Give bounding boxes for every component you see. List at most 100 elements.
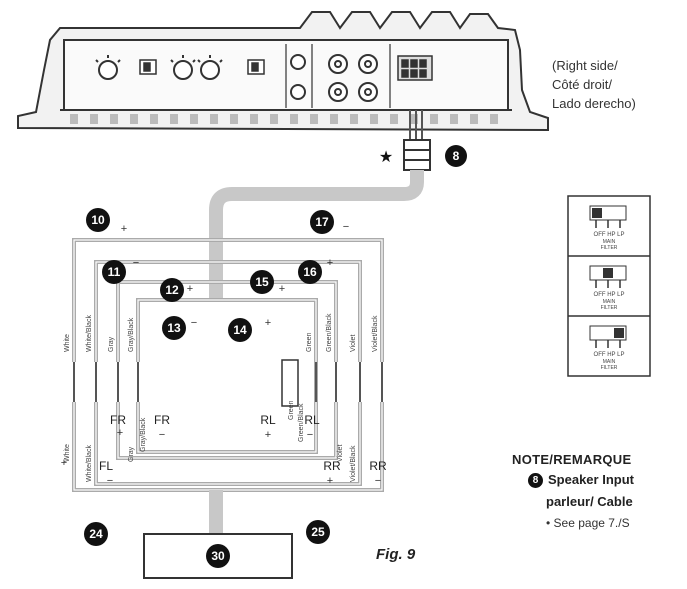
side-note-line-1: (Right side/ (552, 58, 618, 73)
heatsink-fin (410, 114, 418, 124)
switch-main-label: MAIN (603, 359, 616, 365)
callout-12: 12 (165, 283, 179, 297)
callout-25-badge (306, 520, 330, 544)
heatsink-fin (390, 114, 398, 124)
channel-fl: FL (99, 459, 113, 473)
speaker-input-cable (209, 170, 424, 300)
callout-15: 15 (255, 275, 269, 289)
note-line-2: parleur/ Cable (546, 494, 633, 509)
switch-filter-label: FILTER (601, 365, 618, 371)
polarity-plus-10: + (121, 223, 127, 235)
heatsink-fin (250, 114, 258, 124)
callout-14-badge (228, 318, 252, 342)
callout-13: 13 (167, 321, 181, 335)
frequency-knob-2 (197, 55, 223, 80)
wire-label-gray-top: Gray (108, 336, 115, 352)
polarity-plus-rr: + (327, 475, 333, 487)
heatsink-fin (330, 114, 338, 124)
heatsink-fin (290, 114, 298, 124)
wire-label-white-bottom: White (64, 444, 71, 462)
right-terminal-block (281, 359, 299, 407)
heatsink-fin (230, 114, 238, 124)
callout-14: 14 (233, 323, 247, 337)
star-marker: ★ (379, 149, 393, 166)
callout-16: 16 (303, 265, 317, 279)
switch-options-label: OFF HP LP (594, 232, 625, 238)
callout-16-badge (298, 260, 322, 284)
heatsink-fin (450, 114, 458, 124)
rca-jacks (290, 54, 378, 102)
switch-filter-label: FILTER (601, 245, 618, 251)
note-line-1: 8 Speaker Input (528, 472, 634, 488)
switch-main-label: MAIN (603, 299, 616, 305)
callout-11-badge (102, 260, 126, 284)
filter-switch-2 (247, 59, 265, 75)
side-note-line-2: Côté droit/ (552, 77, 612, 92)
frequency-knob-1 (170, 55, 196, 80)
callout-24-badge (84, 522, 108, 546)
wire-label-green-black-top: Green/Black (326, 313, 333, 352)
polarity-minus-rr: − (375, 475, 381, 487)
callout-25: 25 (311, 525, 325, 539)
wire-label-violet-black-bottom: Violet/Black (350, 445, 357, 482)
speaker-input-plug (403, 139, 431, 171)
switch-options-label: OFF HP LP (594, 352, 625, 358)
polarity-plus-fl: + (61, 457, 67, 469)
side-note: (Right side/ Côté droit/ Lado derecho) (552, 56, 636, 113)
polarity-minus-fl: − (107, 475, 113, 487)
channel-rr-outer: RR (369, 459, 387, 473)
callout-15-badge (250, 270, 274, 294)
wire-label-green-top: Green (306, 332, 313, 352)
polarity-minus-17: − (343, 221, 349, 233)
switch-options-label: OFF HP LP (594, 292, 625, 298)
channel-rr-inner: RR (323, 459, 341, 473)
callout-8: 8 (453, 149, 460, 163)
callout-17-badge (310, 210, 334, 234)
switch-main-label: MAIN (603, 239, 616, 245)
polarity-minus-11: − (133, 257, 139, 269)
filter-switch (139, 59, 157, 75)
heatsink-fin (430, 114, 438, 124)
heatsink-fin (70, 114, 78, 124)
callout-10-badge (86, 208, 110, 232)
wire-label-white-top: White (64, 334, 71, 352)
polarity-plus-15: + (279, 283, 285, 295)
callout-30: 30 (211, 549, 225, 563)
callout-13-badge (162, 316, 186, 340)
heatsink-fin (190, 114, 198, 124)
amplifier-heatsink-fins (70, 114, 498, 124)
channel-fr-inner: FR (154, 413, 170, 427)
heatsink-fin (370, 114, 378, 124)
wire-label-green-bottom: Green (288, 400, 295, 420)
heatsink-fin (170, 114, 178, 124)
wire-label-gray-black-top: Gray/Black (128, 317, 135, 352)
note-line-1-text: Speaker Input (548, 472, 634, 487)
polarity-plus-16: + (327, 257, 333, 269)
heatsink-fin (270, 114, 278, 124)
switch-filter-label: FILTER (601, 305, 618, 311)
polarity-plus-12: + (187, 283, 193, 295)
heatsink-fin (90, 114, 98, 124)
callout-8-badge (445, 145, 467, 167)
heatsink-fin (310, 114, 318, 124)
wire-breaks (66, 362, 390, 402)
channel-rl-inner: RL (260, 413, 276, 427)
side-note-line-3: Lado derecho) (552, 96, 636, 111)
amplifier-unit (17, 11, 549, 132)
speaker-input-socket (397, 55, 433, 81)
wire-label-green-black-bottom: Green/Black (298, 403, 305, 442)
heatsink-fin (150, 114, 158, 124)
polarity-plus-14: + (265, 317, 271, 329)
callout-30-badge (206, 544, 230, 568)
channel-fr-outer: FR (110, 413, 126, 427)
callout-24: 24 (89, 527, 103, 541)
gain-knob (95, 55, 121, 80)
note-number-badge: 8 (528, 473, 543, 488)
heatsink-fin (130, 114, 138, 124)
heatsink-fin (210, 114, 218, 124)
callout-17: 17 (315, 215, 329, 229)
wire-label-gray-black-bottom: Gray/Black (140, 417, 147, 452)
